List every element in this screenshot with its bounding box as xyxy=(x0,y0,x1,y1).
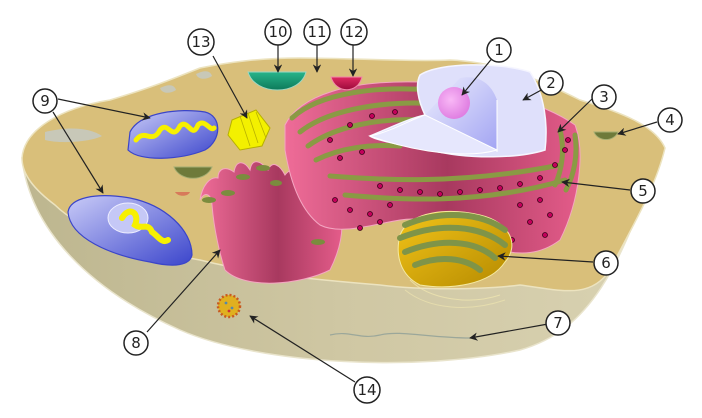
svg-text:11: 11 xyxy=(307,23,326,41)
mitochondrion-top xyxy=(127,110,219,159)
svg-text:6: 6 xyxy=(601,254,611,272)
svg-text:4: 4 xyxy=(665,111,675,129)
svg-text:5: 5 xyxy=(638,182,648,200)
cut-edge-left xyxy=(45,128,102,143)
peroxisome xyxy=(216,293,242,319)
svg-text:10: 10 xyxy=(268,23,287,41)
golgi-apparatus xyxy=(397,211,513,308)
label-5: 5 xyxy=(630,178,656,204)
lysosome xyxy=(330,76,363,91)
svg-text:9: 9 xyxy=(40,92,50,110)
nucleus xyxy=(368,64,547,158)
svg-text:12: 12 xyxy=(344,23,363,41)
svg-text:1: 1 xyxy=(494,41,504,59)
label-14: 14 xyxy=(353,376,381,404)
label-10: 10 xyxy=(264,18,292,46)
label-4: 4 xyxy=(657,107,683,133)
label-9: 9 xyxy=(32,88,58,114)
label-6: 6 xyxy=(593,250,619,276)
centriole xyxy=(227,109,271,151)
svg-text:3: 3 xyxy=(599,88,609,106)
mitochondrion-cutaway xyxy=(67,195,193,266)
cytoskeleton xyxy=(329,332,471,339)
svg-text:7: 7 xyxy=(553,314,563,332)
label-2: 2 xyxy=(538,70,564,96)
leader-lines xyxy=(52,45,658,383)
label-12: 12 xyxy=(340,18,368,46)
small-vesicle xyxy=(175,192,190,196)
cut-edge-top xyxy=(196,71,212,79)
svg-text:8: 8 xyxy=(131,334,141,352)
label-3: 3 xyxy=(591,84,617,110)
label-8: 8 xyxy=(123,330,149,356)
cut-edge-top-left xyxy=(160,85,176,93)
svg-text:2: 2 xyxy=(546,74,556,92)
svg-text:14: 14 xyxy=(357,381,376,399)
label-11: 11 xyxy=(303,18,331,46)
label-1: 1 xyxy=(486,37,512,63)
svg-text:13: 13 xyxy=(191,33,210,51)
vacuole xyxy=(247,71,307,91)
small-vesicle xyxy=(173,166,213,179)
label-7: 7 xyxy=(545,310,571,336)
label-13: 13 xyxy=(187,28,215,56)
